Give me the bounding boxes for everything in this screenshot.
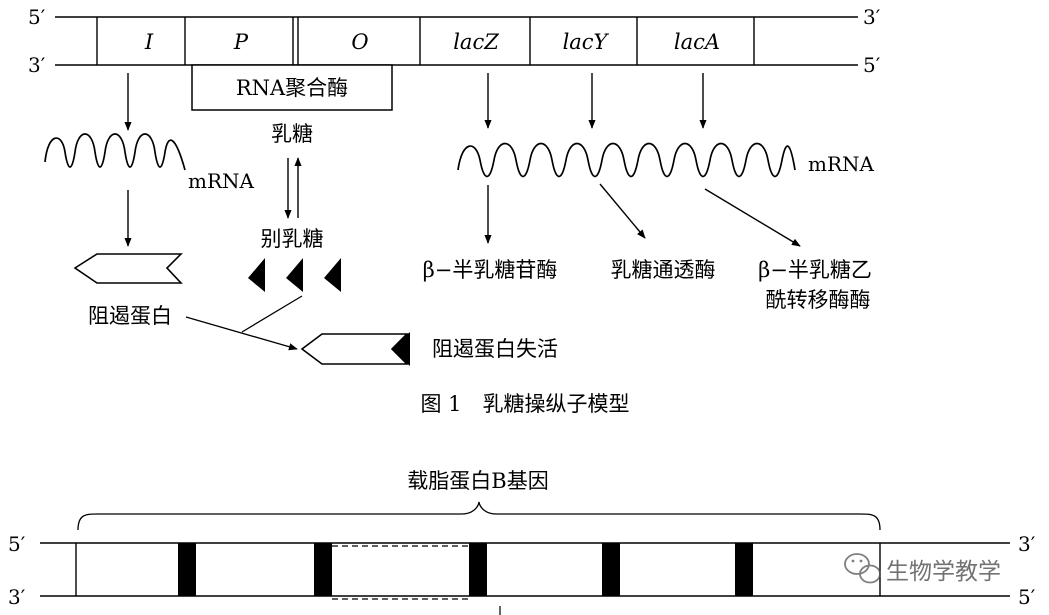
strand2-5prime-bottom-right: 5′ [1018,585,1036,609]
allolactose-triangle-1 [248,258,265,292]
mrna-wave-left [44,133,186,171]
gene-label-lacy: lacY [563,30,610,54]
rna-polymerase-label: RNA聚合酶 [236,76,348,100]
intron-block-5 [735,543,753,596]
gene-label-lacz: lacZ [453,30,499,54]
intron-blocks [178,543,753,596]
allolactose-triangle-3 [324,258,341,292]
mrna-right-label: mRNA [808,152,875,176]
transacetylase-label-line1: β−半乳糖乙 [758,258,872,282]
intron-block-3 [469,543,487,596]
figure-1-caption: 图 1 乳糖操纵子模型 [420,392,629,416]
rna-polymerase-box [191,64,393,111]
intron-block-2 [314,543,332,596]
watermark-text: 生物学教学 [886,559,1001,585]
apolipoprotein-b-gene-label: 载脂蛋白B基因 [407,469,548,493]
allolactose-label: 别乳糖 [261,227,324,251]
gene-boundaries [96,17,755,65]
lactose-label: 乳糖 [271,122,313,146]
transacetylase-label-line2: 酰转移酶酶 [766,288,871,312]
figure-2: 载脂蛋白B基因 5′ 3′ 3′ 5′ [8,469,1036,615]
repressor-protein-shape [73,253,183,284]
figure-1: 5′ 3′ 3′ 5′ I P O lacZ lacY lacA RNA聚合酶 … [28,5,881,416]
inactive-repressor-shape [300,333,409,365]
gene-labels: I P O lacZ lacY lacA [144,30,720,54]
beta-galactosidase-label: β−半乳糖苷酶 [423,258,558,282]
gene-label-i: I [144,30,154,54]
mrna-wave-right [457,142,796,178]
strand-3prime-top-right: 3′ [863,5,881,29]
allolactose-binding-line [241,295,303,333]
intron-block-1 [178,543,196,596]
strand-3prime-bottom-left: 3′ [28,53,46,77]
strand2-3prime-top-right: 3′ [1018,532,1036,556]
watermark: 生物学教学 [844,553,1001,585]
intron-block-4 [602,543,620,596]
gene-label-o: O [351,30,368,54]
gene-label-p: P [233,30,249,54]
inactive-repressor-bound-triangle [392,332,410,366]
wechat-icon [844,553,881,584]
allolactose-molecules [248,258,341,292]
gene-brace [77,501,881,531]
arrow-mrna-to-lacy-product [599,183,646,239]
strand2-5prime-top-left: 5′ [8,532,26,556]
arrow-mrna-to-laca-product [704,188,801,247]
strand-5prime-bottom-right: 5′ [863,53,881,77]
allolactose-triangle-2 [286,258,303,292]
repressor-label: 阻遏蛋白 [88,304,172,328]
strand2-3prime-bottom-left: 3′ [8,585,26,609]
repressor-inactive-label: 阻遏蛋白失活 [432,337,558,361]
strand-5prime-top-left: 5′ [28,5,46,29]
gene-label-laca: lacA [674,30,720,54]
lactose-permease-label: 乳糖通透酶 [611,258,716,282]
mrna-left-label: mRNA [188,169,255,193]
repressor-to-inactive-arrow [185,316,298,351]
